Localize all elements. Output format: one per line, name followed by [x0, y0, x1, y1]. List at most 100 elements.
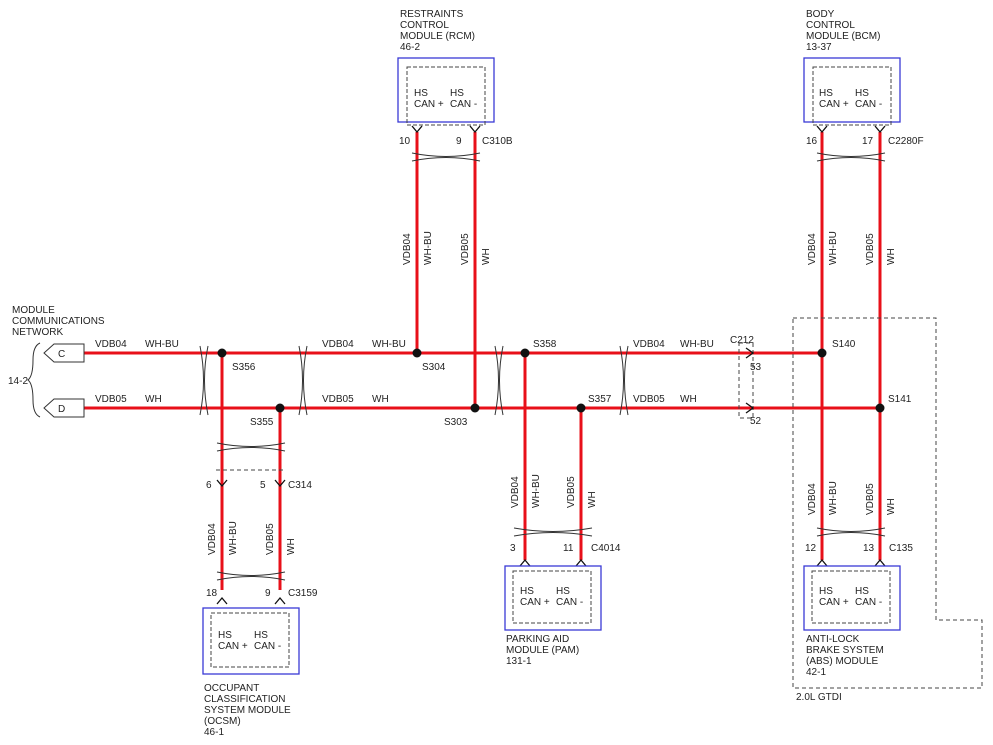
wire-color-label: WH-BU — [228, 521, 239, 555]
module-box — [803, 565, 901, 631]
pin-number: 10 — [399, 136, 411, 147]
splice-dot — [520, 348, 530, 358]
wire-circuit-label: VDB04 — [807, 233, 818, 265]
module-title-line: (ABS) MODULE — [806, 656, 879, 667]
wire-circuit-label: VDB05 — [95, 394, 127, 405]
wire-circuit-label: VDB05 — [865, 483, 876, 515]
inline-connector-labels: 6 5 C314 C212 53 52 — [206, 335, 762, 491]
module-title-line: PARKING AID — [506, 634, 569, 645]
wire-color-label: WH — [372, 394, 389, 405]
wire-circuit-label: VDB04 — [402, 233, 413, 265]
wire-circuit-label: VDB05 — [265, 523, 276, 555]
pin-marker — [575, 558, 587, 567]
pam-module: 3 11 C4014 HS CAN + HS CAN - PARKING AID… — [504, 543, 621, 667]
splice-dot — [275, 403, 285, 413]
pin-function: HS — [556, 586, 570, 597]
module-title-line: MODULE (PAM) — [506, 645, 579, 656]
c212-dashed-box — [738, 342, 754, 419]
pin-marker — [745, 347, 755, 359]
wire-circuit-label: VDB05 — [566, 476, 577, 508]
connector-name: C310B — [482, 136, 513, 147]
connector-c-letter: C — [58, 349, 65, 360]
module-title-line: 42-1 — [806, 667, 826, 678]
connector-c-shape — [43, 343, 85, 363]
can-low-wires — [84, 132, 882, 590]
pin-marker — [274, 479, 286, 488]
module-box — [202, 607, 300, 675]
wire-circuit-label: VDB05 — [460, 233, 471, 265]
connector-name: C4014 — [591, 543, 621, 554]
pin-number: 12 — [805, 543, 817, 554]
module-title-line: MODULE (BCM) — [806, 31, 880, 42]
splice-dot — [217, 348, 227, 358]
can-high-wires — [84, 132, 824, 590]
connector-name: C3159 — [288, 588, 318, 599]
wire-circuit-label: VDB04 — [633, 339, 665, 350]
rcm-module: RESTRAINTS CONTROL MODULE (RCM) 46-2 HS … — [397, 9, 513, 147]
c314-name: C314 — [288, 480, 312, 491]
module-title-line: 13-37 — [806, 42, 832, 53]
module-box — [397, 57, 495, 123]
pin-number: 9 — [456, 136, 462, 147]
wire-circuit-label: VDB04 — [510, 476, 521, 508]
wire-color-label: WH-BU — [145, 339, 179, 350]
pin-function: CAN - — [254, 641, 281, 652]
engine-note: 2.0L GTDI — [796, 692, 842, 703]
network-label-line: MODULE — [12, 305, 55, 316]
pin-function: HS — [855, 586, 869, 597]
connector-d-shape — [43, 398, 85, 418]
splice-label: S304 — [422, 362, 446, 373]
module-title-line: 46-2 — [400, 42, 420, 53]
twist-marker — [411, 152, 481, 162]
wire-circuit-label: VDB05 — [633, 394, 665, 405]
pin-function: CAN - — [855, 597, 882, 608]
pin-number: 11 — [563, 543, 574, 554]
wire-circuit-label: VDB04 — [207, 523, 218, 555]
pin-number: 9 — [265, 588, 271, 599]
network-label-line: COMMUNICATIONS — [12, 316, 105, 327]
pin-marker — [216, 479, 228, 488]
pin-function: HS — [450, 88, 464, 99]
twist-marker — [216, 442, 286, 452]
module-title-line: OCCUPANT — [204, 683, 259, 694]
brace-icon — [27, 342, 41, 418]
wire-circuit-label: VDB04 — [95, 339, 127, 350]
twist-marker — [298, 345, 308, 416]
pin-function: HS — [855, 88, 869, 99]
connector-d-letter: D — [58, 404, 65, 415]
twisted-pair-markers — [199, 152, 886, 581]
wire-color-label: WH — [587, 491, 598, 508]
pin-number: 13 — [863, 543, 875, 554]
twist-marker — [216, 571, 286, 581]
splice-label: S356 — [232, 362, 256, 373]
splice-label: S303 — [444, 417, 468, 428]
module-title-line: CONTROL — [400, 20, 449, 31]
twist-marker — [494, 345, 504, 416]
pin-function: CAN - — [556, 597, 583, 608]
module-title-line: ANTI-LOCK — [806, 634, 860, 645]
bcm-module: BODY CONTROL MODULE (BCM) 13-37 HS CAN +… — [803, 9, 924, 147]
splice-label: S357 — [588, 394, 612, 405]
abs-module: 12 13 C135 HS CAN + HS CAN - ANTI-LOCK B… — [803, 543, 913, 678]
splice-label: S355 — [250, 417, 274, 428]
module-title-line: (OCSM) — [204, 716, 241, 727]
splice-dot — [576, 403, 586, 413]
splice-label: S358 — [533, 339, 557, 350]
pin-marker — [519, 558, 531, 567]
pin-marker — [816, 125, 828, 134]
wire-color-label: WH-BU — [680, 339, 714, 350]
vertical-wire-labels: VDB04 WH-BU VDB05 WH VDB04 WH-BU VDB05 W… — [207, 231, 897, 555]
connector-name: C2280F — [888, 136, 924, 147]
wire-color-label: WH — [286, 538, 297, 555]
wire-color-label: WH — [886, 248, 897, 265]
twist-marker — [619, 345, 629, 416]
page-ref: 14-2 — [8, 376, 28, 387]
pin-function: HS — [254, 630, 268, 641]
pin-function: CAN - — [855, 99, 882, 110]
ocsm-module: 18 9 C3159 HS CAN + HS CAN - OCCUPANT CL… — [202, 588, 318, 738]
pin-number: 17 — [862, 136, 874, 147]
splice-dots — [217, 348, 885, 413]
c212-pin: 53 — [750, 362, 762, 373]
pin-function: HS — [414, 88, 428, 99]
